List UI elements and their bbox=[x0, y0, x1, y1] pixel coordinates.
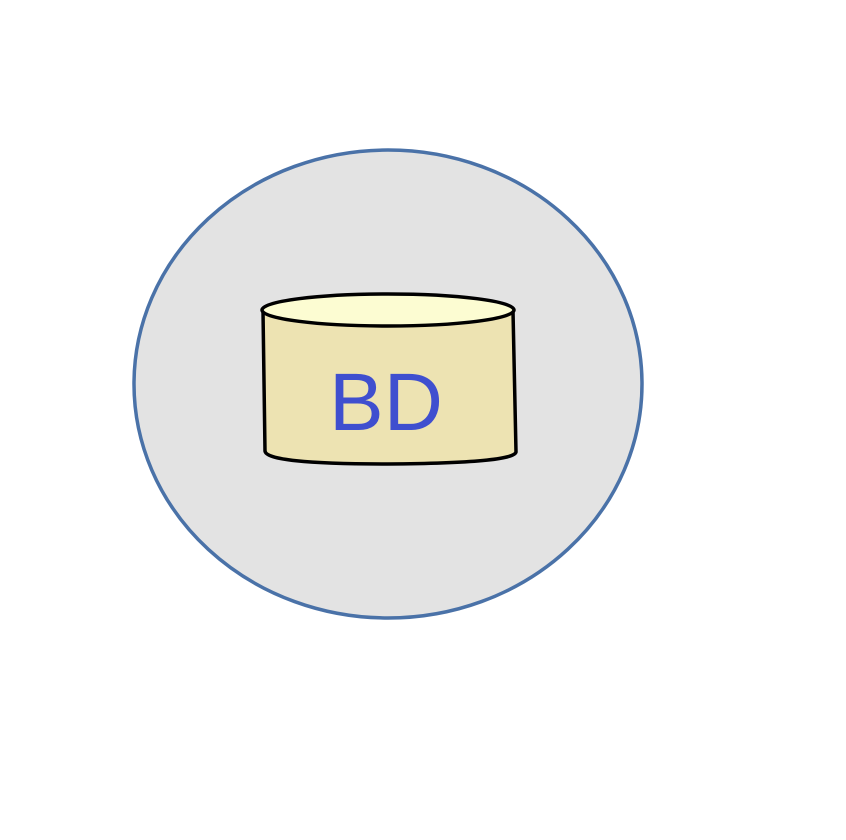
cylinder-top bbox=[260, 292, 516, 328]
database-cylinder-icon: BD bbox=[260, 292, 518, 466]
cylinder-body bbox=[261, 309, 518, 466]
database-label: BD bbox=[329, 357, 443, 448]
